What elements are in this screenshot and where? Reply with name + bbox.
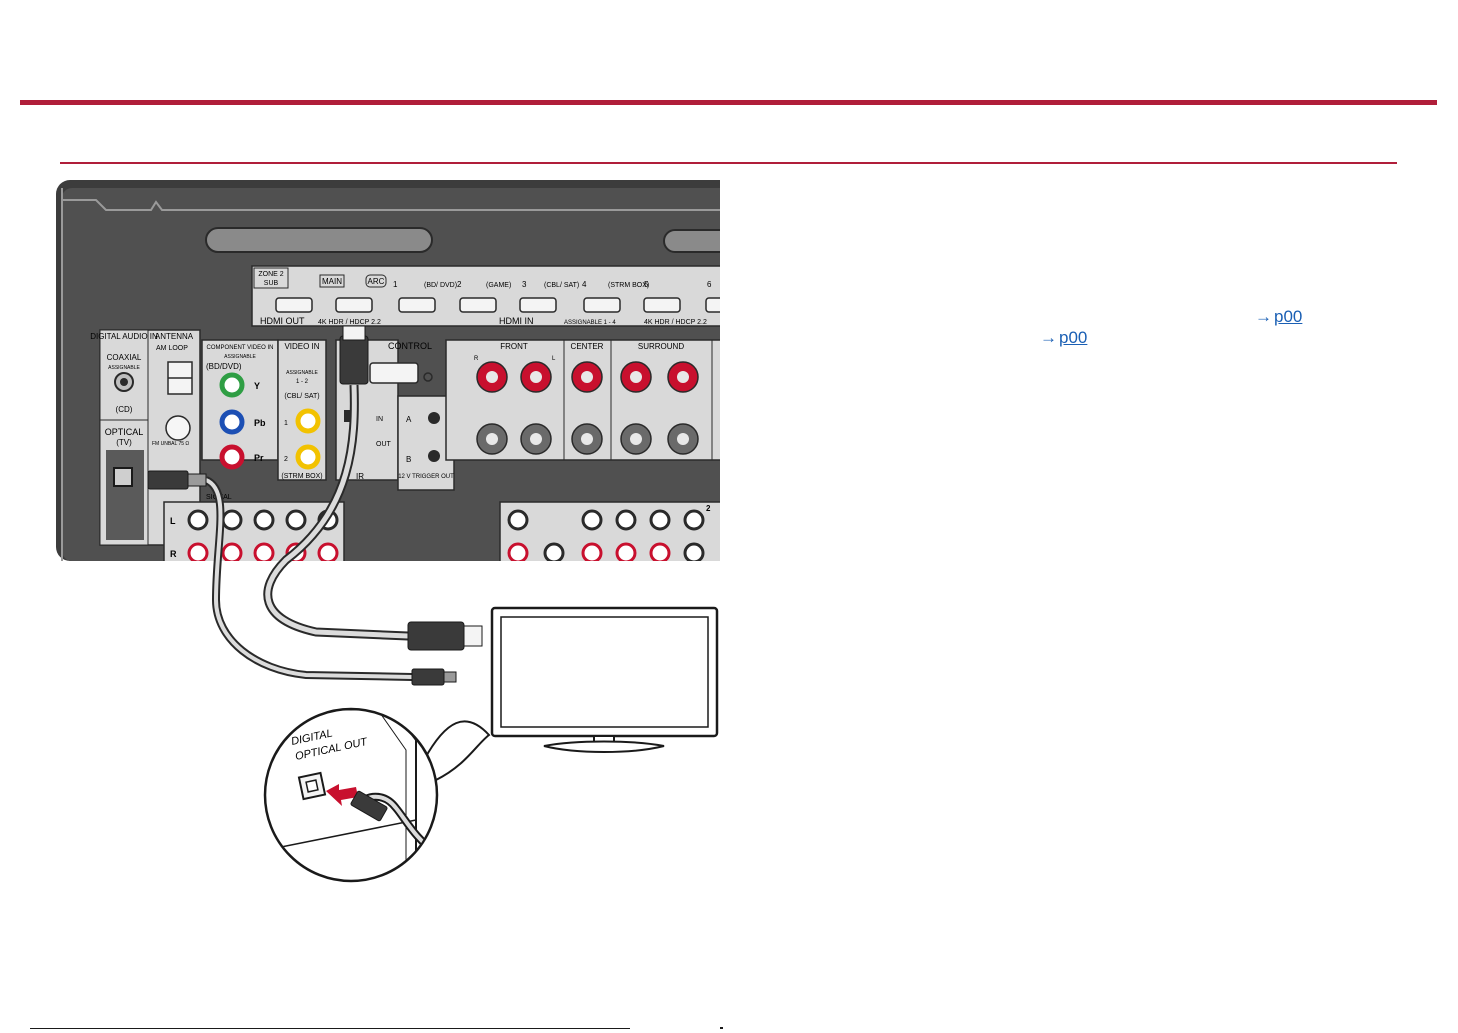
optical-out-callout: DIGITAL OPTICAL OUT — [263, 707, 491, 883]
hdmi-in-3-name: (GAME) — [486, 282, 511, 289]
hdmi-in-4: 4 — [582, 280, 587, 289]
center-label: CENTER — [571, 342, 604, 351]
hdmi-in-3: 3 — [522, 280, 527, 289]
ir-out-label: OUT — [376, 441, 392, 448]
coaxial-label: COAXIAL — [107, 353, 142, 362]
am-loop-label: AM LOOP — [156, 345, 188, 352]
video-assignable-range: 1 - 2 — [296, 379, 309, 385]
assignable-range: ASSIGNABLE 1 - 4 — [564, 320, 616, 326]
optical-label: OPTICAL — [105, 427, 144, 437]
video-strm-box: (STRM BOX) — [281, 473, 322, 480]
speaker-terminals-plus — [476, 361, 699, 393]
hdmi-cable — [263, 325, 483, 651]
ir-label: IR — [356, 472, 364, 481]
zone2-label: ZONE 2 — [258, 271, 283, 278]
connection-illustration: ZONE 2 SUB MAIN ARC 1 (BD/ DVD) 2 (GAME)… — [56, 180, 720, 883]
hdmi-in-4-name: (CBL/ SAT) — [544, 282, 579, 289]
tv-icon — [490, 606, 719, 753]
section-rule — [60, 162, 1397, 164]
hdr-label: 4K HDR / HDCP 2.2 — [318, 319, 381, 326]
trigger-b: B — [406, 455, 411, 464]
front-label: FRONT — [500, 342, 528, 351]
arc-label: ARC — [368, 277, 385, 286]
video-assignable: ASSIGNABLE — [286, 370, 318, 376]
hdmi-in-2-name: (BD/ DVD) — [424, 282, 457, 289]
coaxial-assignable: ASSIGNABLE — [108, 365, 140, 371]
y-label: Y — [254, 381, 260, 391]
hdmi-in-5: 5 — [644, 280, 649, 289]
hdmi-in-5-name: (STRM BOX) — [608, 282, 649, 289]
trigger-out-label: 12 V TRIGGER OUT — [398, 474, 454, 480]
page-link-2[interactable]: →p00 — [1040, 328, 1087, 348]
rca-r-label: R — [170, 549, 177, 559]
rear-panel: ZONE 2 SUB MAIN ARC 1 (BD/ DVD) 2 (GAME)… — [56, 180, 720, 561]
speaker-terminals-minus — [476, 423, 699, 455]
rca-jacks-right — [507, 509, 705, 561]
rca-jacks-left — [187, 509, 339, 561]
pb-label: Pb — [254, 418, 266, 428]
sub-label: SUB — [264, 280, 279, 287]
antenna-label: ANTENNA — [155, 332, 194, 341]
digital-audio-in-label: DIGITAL AUDIO IN — [90, 332, 158, 341]
hdr-label-2: 4K HDR / HDCP 2.2 — [644, 319, 707, 326]
front-l-label: L — [552, 356, 556, 362]
hdmi-out-label: HDMI OUT — [260, 316, 305, 326]
video-cbl-sat: (CBL/ SAT) — [284, 393, 319, 400]
tv-label: (TV) — [116, 438, 132, 447]
cd-label: (CD) — [116, 405, 133, 414]
hdmi-ports — [275, 297, 720, 313]
header-rule — [20, 100, 1437, 105]
optical-cable — [147, 470, 457, 686]
component-assignable: ASSIGNABLE — [224, 354, 256, 360]
hdmi-in-6: 6 — [707, 280, 712, 289]
bd-dvd-label: (BD/DVD) — [206, 362, 242, 371]
hdmi-in-1: 1 — [393, 280, 398, 289]
link-arrow-1: → — [1255, 307, 1272, 326]
surround-label: SURROUND — [638, 342, 684, 351]
link-arrow-2: → — [1040, 328, 1057, 347]
pr-label: Pr — [254, 453, 264, 463]
video-in-label: VIDEO IN — [284, 342, 319, 351]
control-label: CONTROL — [388, 341, 432, 351]
front-r-label: R — [474, 356, 479, 362]
zone2-num: 2 — [706, 504, 711, 513]
video-in-1: 1 — [284, 420, 288, 427]
link-text-2: p00 — [1059, 328, 1088, 347]
video-in-2: 2 — [284, 456, 288, 463]
hdmi-in-label: HDMI IN — [499, 316, 534, 326]
hdmi-in-2: 2 — [457, 280, 462, 289]
fm-unbal-label: FM UNBAL 75 Ω — [152, 441, 189, 447]
rca-l-label: L — [170, 516, 176, 526]
footer-dot — [720, 1027, 723, 1029]
footer-rule — [30, 1028, 630, 1029]
page-link-1[interactable]: →p00 — [1255, 307, 1302, 327]
main-label: MAIN — [322, 277, 342, 286]
ir-in-label: IN — [376, 416, 383, 423]
trigger-a: A — [406, 415, 412, 424]
component-video-label: COMPONENT VIDEO IN — [207, 345, 274, 351]
link-text-1: p00 — [1274, 307, 1303, 326]
